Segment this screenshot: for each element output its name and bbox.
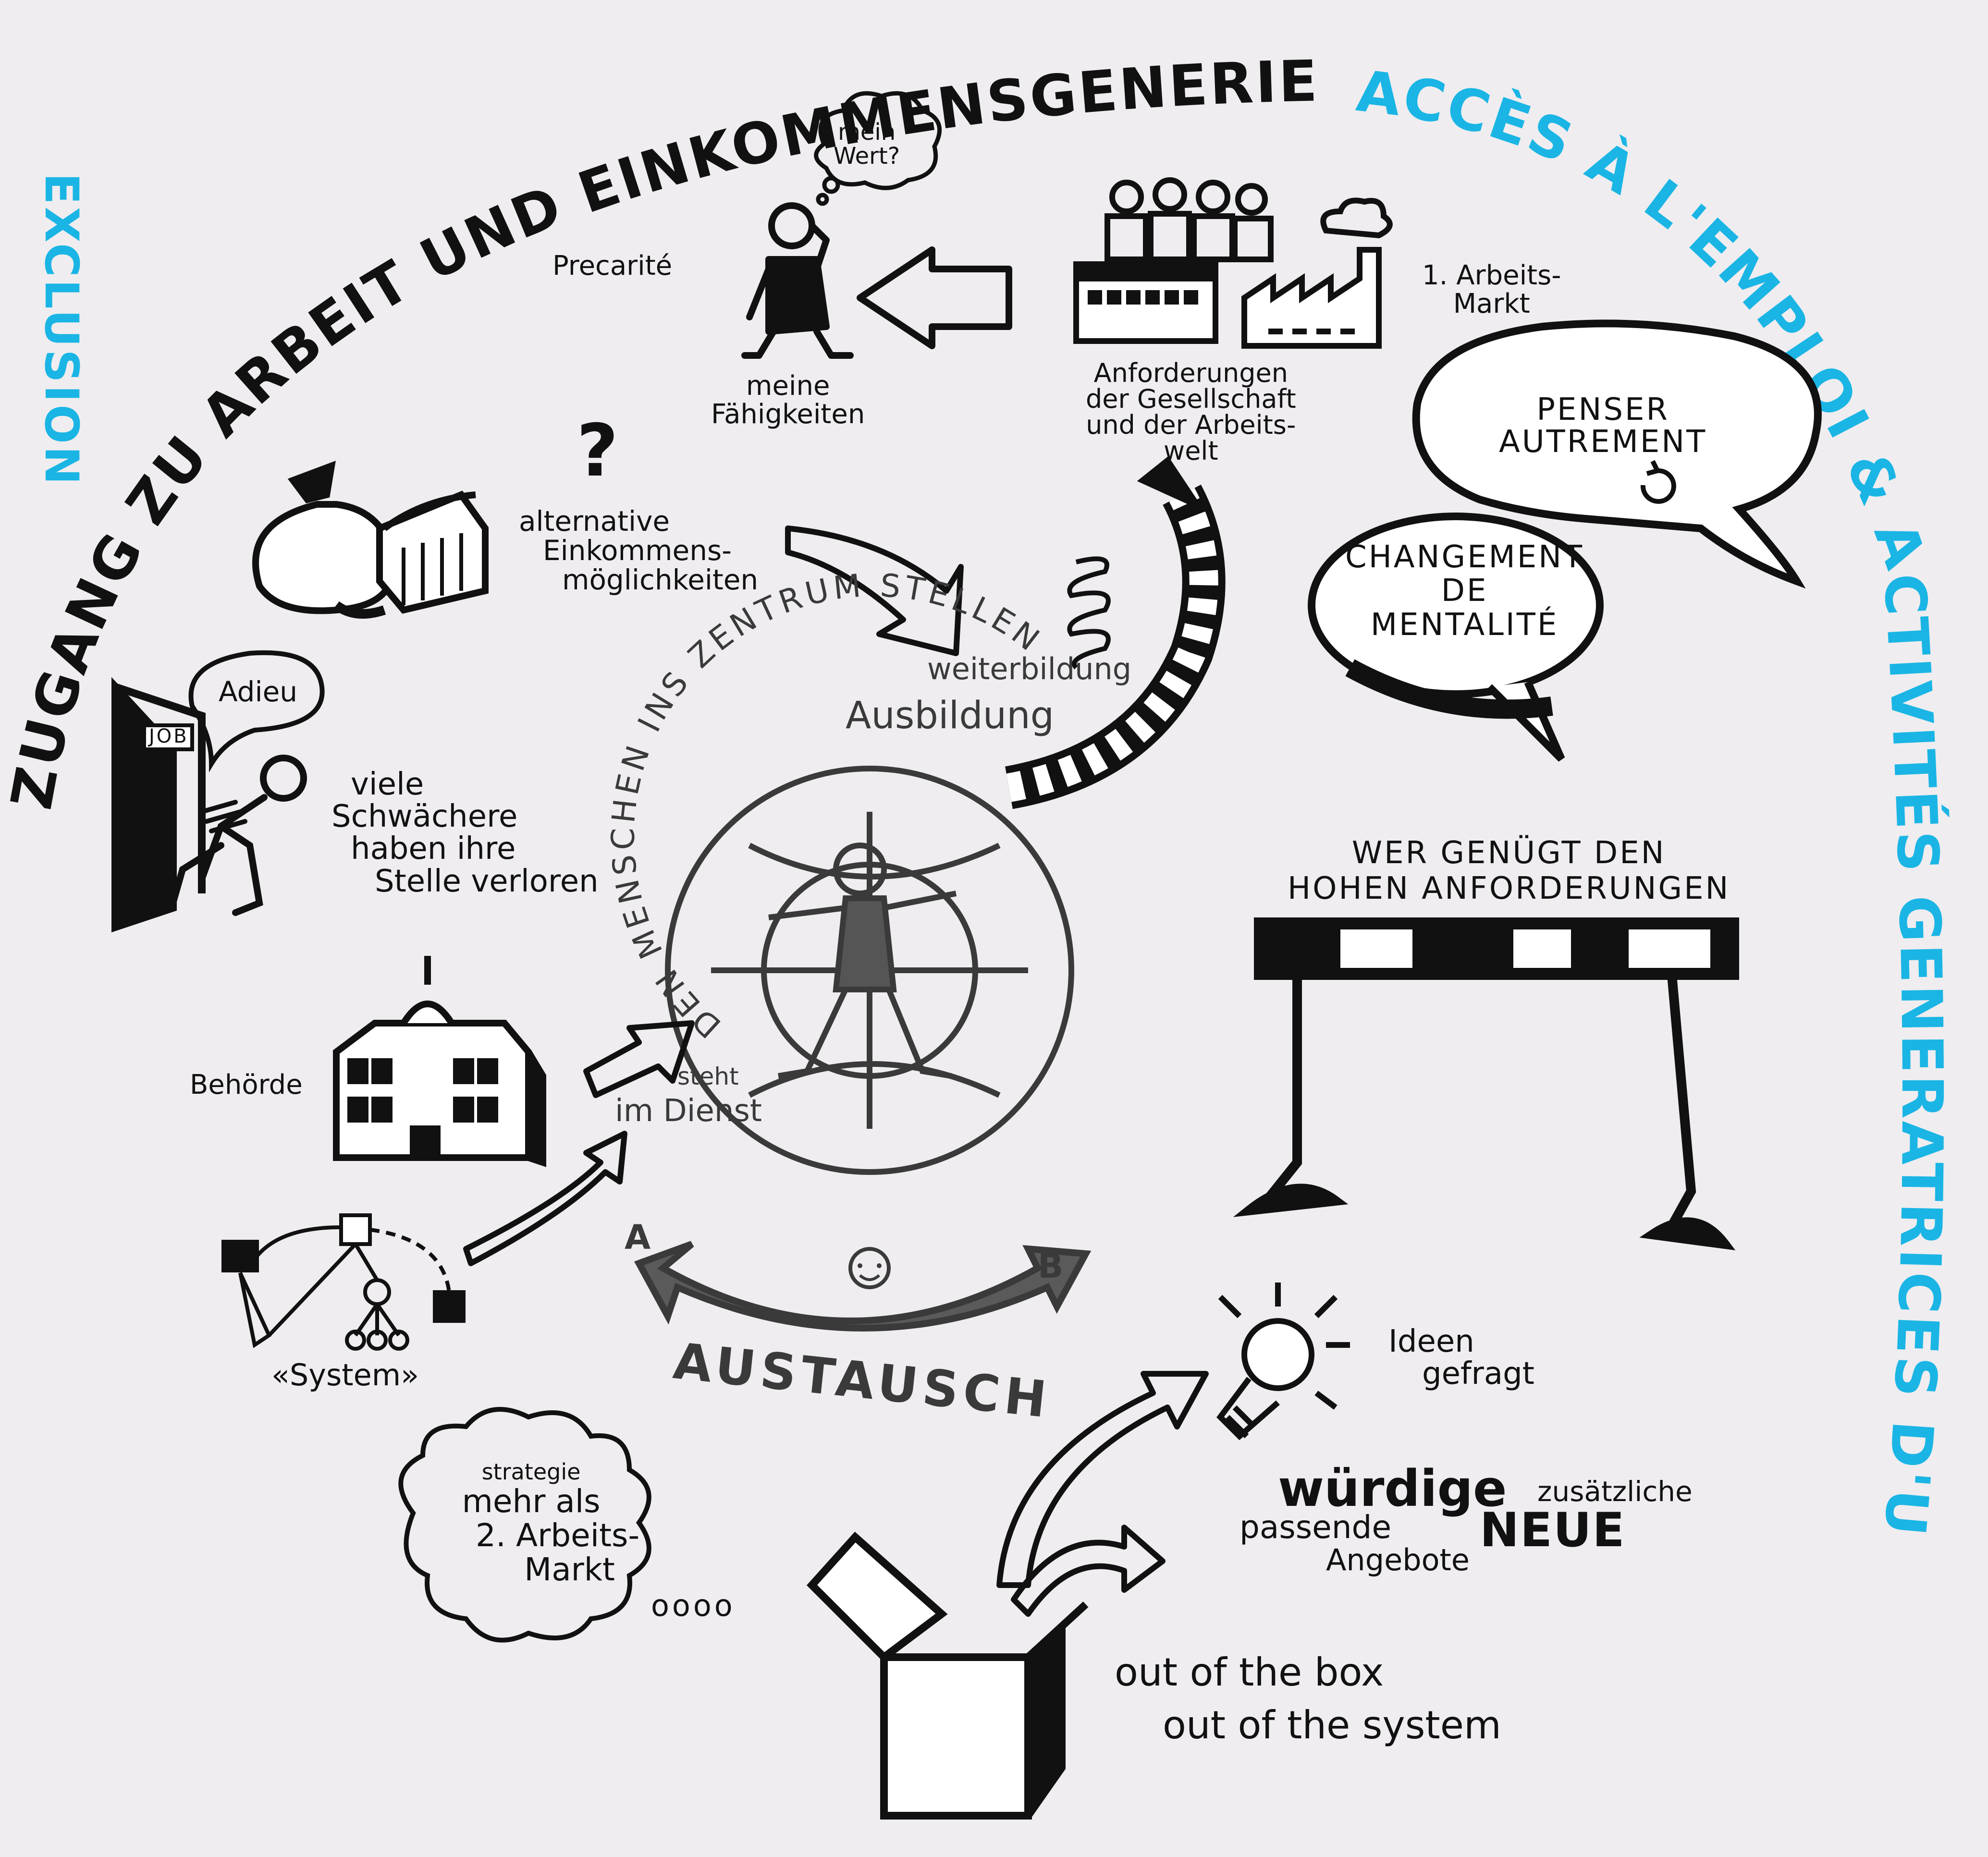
people-group-icon	[1104, 177, 1274, 262]
worried-person-icon	[741, 202, 854, 359]
label-strategie-cloud: strategie mehr als 2. Arbeits- Markt	[462, 1459, 640, 1588]
label-point-b: B	[1038, 1246, 1066, 1286]
label-ideen: Ideen gefragt	[1388, 1324, 1534, 1392]
hurdle-icon	[1233, 917, 1739, 1251]
speech-bubble-penser	[1412, 319, 1822, 589]
label-zusaetzliche: zusätzliche	[1537, 1475, 1693, 1508]
strategy-cloud-icon	[398, 1407, 651, 1643]
label-neue: NEUE	[1480, 1503, 1626, 1558]
light-bulb-icon	[1216, 1283, 1350, 1441]
office-building-icon	[1073, 261, 1218, 344]
system-diagram-icon	[221, 1213, 466, 1351]
treasure-chest-icon	[376, 490, 489, 614]
label-steht: steht	[677, 1063, 739, 1090]
label-weiterbildung: weiterbildung	[927, 651, 1132, 686]
label-angebote: Angebote	[1326, 1542, 1470, 1577]
label-precarite: Precarité	[552, 250, 673, 281]
label-passende: passende	[1239, 1509, 1392, 1546]
label-point-a: A	[625, 1218, 653, 1257]
arrow-out-box-icon	[996, 1371, 1209, 1588]
arrow-side-icon	[1011, 1525, 1166, 1617]
question-mark-icon: ?	[577, 409, 618, 493]
label-behoerde: Behörde	[190, 1069, 303, 1100]
adieu-text: Adieu	[219, 675, 298, 708]
label-out-of-the-system: out of the system	[1163, 1703, 1501, 1747]
label-system: «System»	[271, 1357, 419, 1393]
label-arbeitsmarkt-1: 1. Arbeits-Markt	[1422, 260, 1561, 319]
arrow-system-icon	[463, 1131, 627, 1266]
thought-bubble-icon	[814, 91, 942, 206]
label-cloud-dots: oooo	[651, 1588, 736, 1623]
label-alternative: alternative Einkommens- möglichkeiten	[519, 505, 759, 596]
arc-title-exclusion: EXCLUSION	[35, 173, 88, 487]
factory-icon	[1241, 197, 1393, 349]
arrow-behoerde-icon	[583, 1020, 695, 1098]
striped-arrow-up-icon	[1005, 456, 1226, 809]
adieu-bubble-icon	[188, 650, 325, 773]
austausch-arrow-icon	[634, 1241, 1092, 1332]
authority-building-icon	[333, 956, 546, 1167]
label-ausbildung: Ausbildung	[846, 694, 1055, 737]
open-box-icon	[806, 1531, 1089, 1820]
refresh-icon	[1640, 460, 1676, 504]
label-wuerdige: würdige	[1278, 1459, 1507, 1518]
money-bag-icon	[252, 461, 397, 619]
leaving-person-icon	[170, 755, 307, 916]
label-im-dienst: im Dienst	[615, 1093, 762, 1129]
curved-arrow-icon	[785, 525, 964, 656]
job-door-icon	[111, 677, 206, 933]
label-out-of-the-box: out of the box	[1115, 1650, 1384, 1695]
arrow-left-icon	[857, 246, 1012, 349]
central-person-icon	[768, 843, 957, 1079]
smiley-icon	[848, 1247, 891, 1289]
job-sign-text: JOB	[149, 725, 189, 747]
label-schwaechere: viele Schwächere haben ihre Stelle verlo…	[331, 767, 599, 899]
speech-bubble-shadow	[1345, 659, 1553, 719]
spring-icon	[1067, 556, 1111, 670]
